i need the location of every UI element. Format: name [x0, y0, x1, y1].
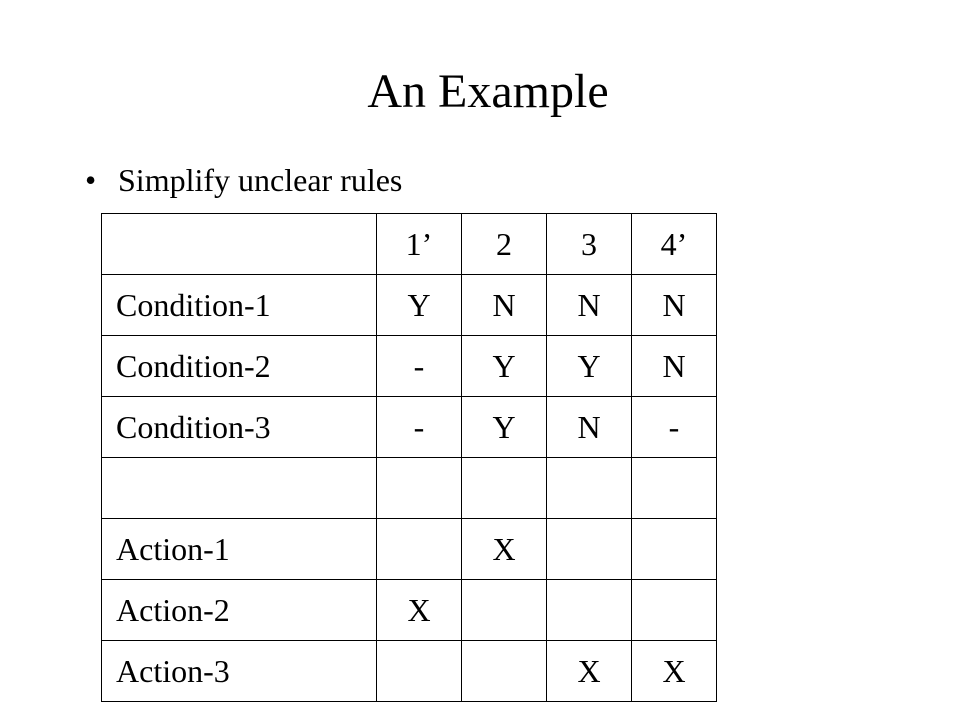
decision-table: 1’ 2 3 4’ Condition-1 Y N N N Condition-… [101, 213, 717, 702]
table-cell: - [631, 396, 717, 458]
table-header-row: 1’ 2 3 4’ [101, 213, 717, 275]
table-cell: Y [546, 335, 632, 397]
table-cell: - [376, 335, 462, 397]
table-cell [546, 518, 632, 580]
row-label-cell: Action-2 [101, 579, 377, 641]
rule-header-cell: 4’ [631, 213, 717, 275]
row-label-cell [101, 457, 377, 519]
slide-title: An Example [367, 65, 609, 118]
table-cell [631, 457, 717, 519]
table-row [101, 457, 717, 519]
rule-header-cell: 1’ [376, 213, 462, 275]
table-cell: N [631, 335, 717, 397]
row-label-cell: Action-3 [101, 640, 377, 702]
rule-header-cell: 3 [546, 213, 632, 275]
table-cell: - [376, 396, 462, 458]
table-cell: X [631, 640, 717, 702]
table-cell: N [546, 396, 632, 458]
table-cell [631, 579, 717, 641]
bullet-symbol: • [85, 162, 97, 198]
table-row: Action-1 X [101, 518, 717, 580]
table-cell: Y [461, 335, 547, 397]
table-row: Condition-2 - Y Y N [101, 335, 717, 397]
table-cell: N [631, 274, 717, 336]
rule-header-cell: 2 [461, 213, 547, 275]
table-row: Action-2 X [101, 579, 717, 641]
table-cell: N [461, 274, 547, 336]
table-cell [546, 579, 632, 641]
bullet-text: Simplify unclear rules [118, 162, 403, 198]
row-label-cell: Condition-3 [101, 396, 377, 458]
row-label-cell: Action-1 [101, 518, 377, 580]
bullet-point: • Simplify unclear rules [85, 160, 402, 200]
row-label-cell: Condition-2 [101, 335, 377, 397]
table-cell [376, 640, 462, 702]
table-cell [376, 457, 462, 519]
table-cell [461, 579, 547, 641]
table-row: Action-3 X X [101, 640, 717, 702]
table-cell: Y [461, 396, 547, 458]
table-cell: N [546, 274, 632, 336]
table-row: Condition-1 Y N N N [101, 274, 717, 336]
table-cell [376, 518, 462, 580]
table-cell [631, 518, 717, 580]
table-cell [461, 457, 547, 519]
table-row: Condition-3 - Y N - [101, 396, 717, 458]
table-cell [461, 640, 547, 702]
table-corner-cell [101, 213, 377, 275]
table-cell: X [461, 518, 547, 580]
row-label-cell: Condition-1 [101, 274, 377, 336]
table-cell: Y [376, 274, 462, 336]
table-cell: X [376, 579, 462, 641]
table-cell: X [546, 640, 632, 702]
table-cell [546, 457, 632, 519]
